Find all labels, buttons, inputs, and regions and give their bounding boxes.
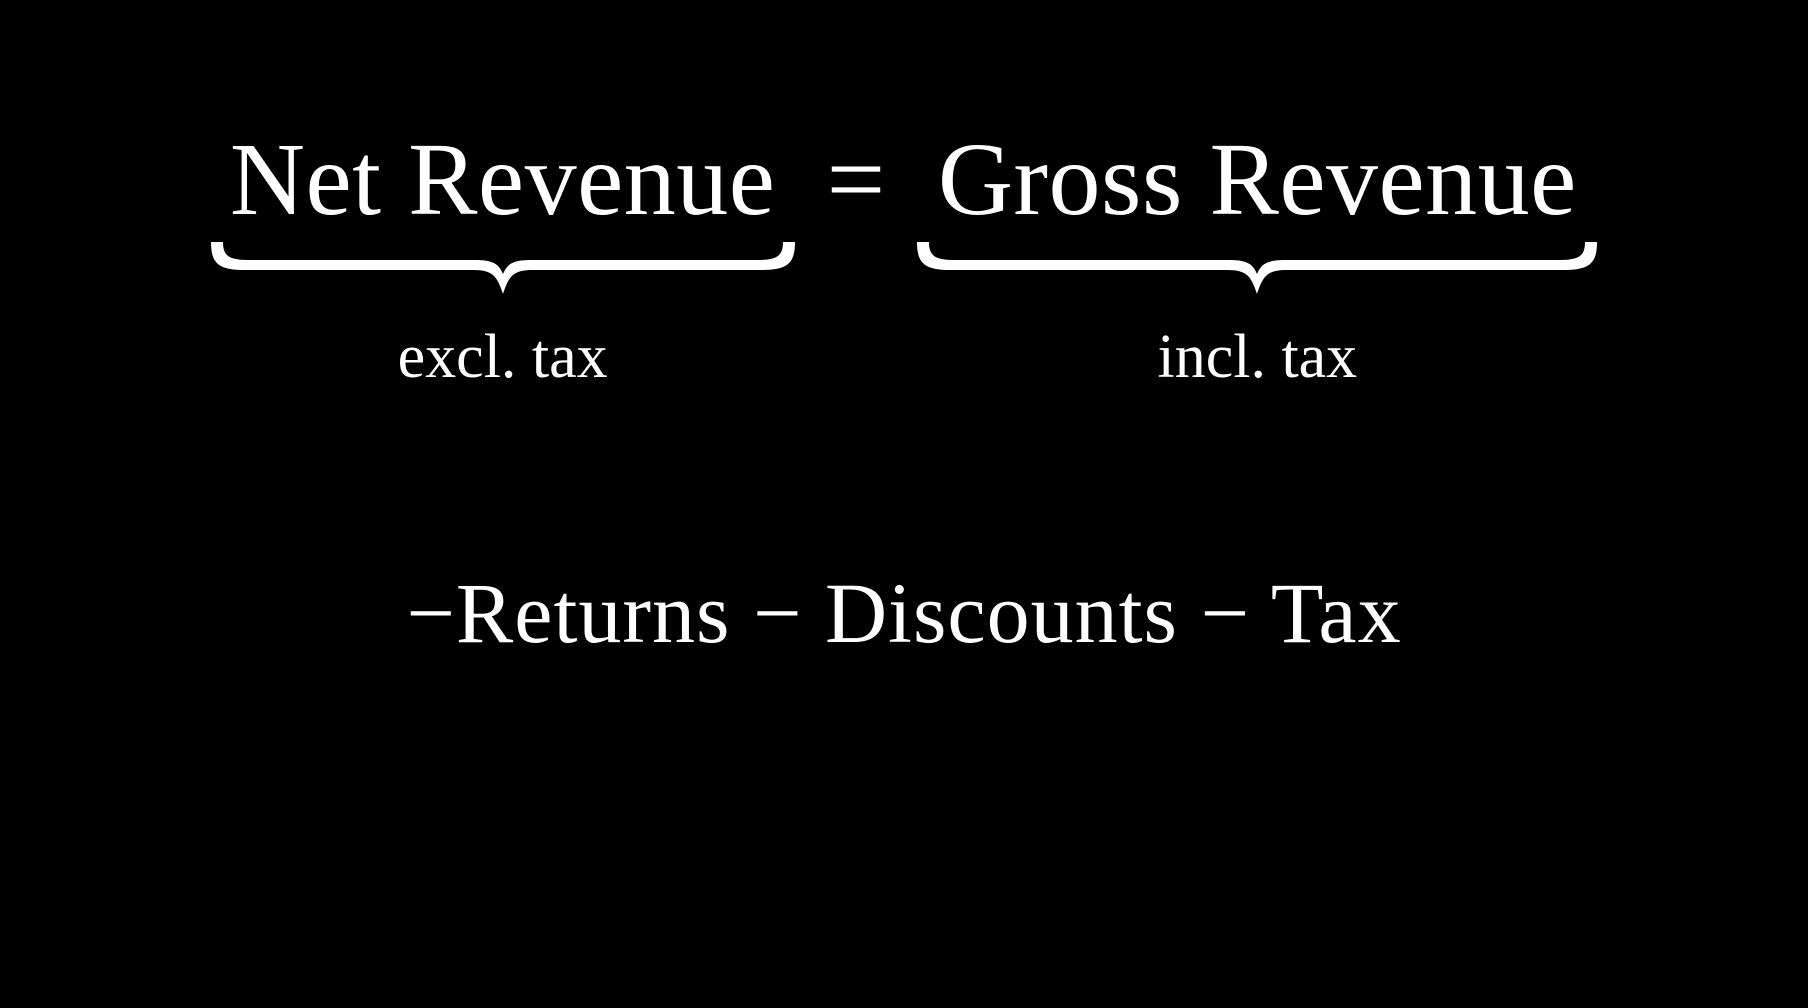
incl-tax-annotation: incl. tax xyxy=(1157,323,1358,391)
excl-tax-annotation: excl. tax xyxy=(397,323,608,391)
left-term-group: Net Revenue excl. tax xyxy=(205,128,801,388)
right-term-group: Gross Revenue incl. tax xyxy=(911,128,1603,388)
subtraction-expression: −Returns − Discounts − Tax xyxy=(406,565,1402,661)
net-revenue-label: Net Revenue xyxy=(229,122,776,237)
left-underbrace xyxy=(210,242,795,294)
gross-revenue-label: Gross Revenue xyxy=(937,122,1577,237)
right-underbrace xyxy=(917,242,1598,294)
equals-operator: = xyxy=(826,122,886,237)
subtraction-row: −Returns − Discounts − Tax xyxy=(0,570,1808,656)
equation-row: Net Revenue excl. tax = Gross Revenue in… xyxy=(0,128,1808,388)
